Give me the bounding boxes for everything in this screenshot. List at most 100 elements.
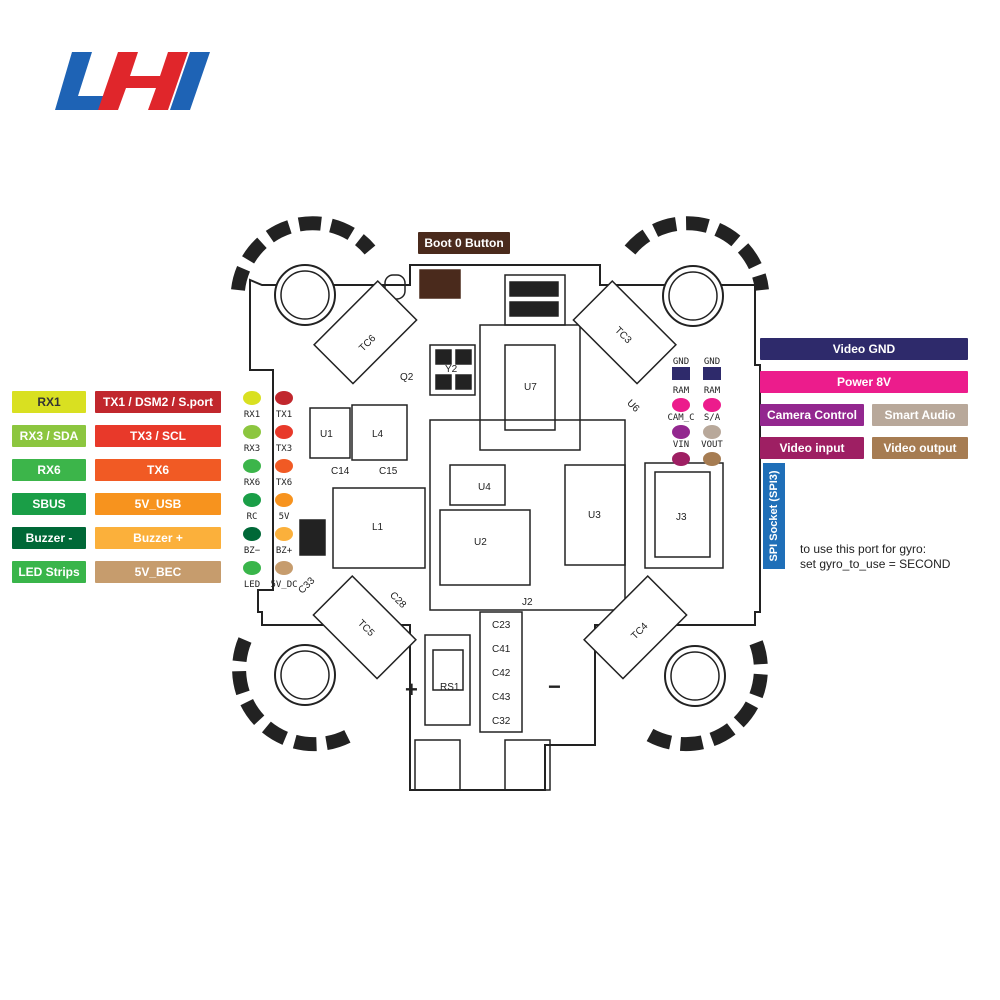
pad-label-camc-4: CAM_C [667,413,694,423]
legend-camera-control: Camera Control [760,404,864,426]
pad-label-sa-5: S/A [704,413,721,423]
legend-tx6: TX6 [95,459,221,481]
motor-mount-top-left [231,216,376,326]
legend-tx3-scl: TX3 / SCL [95,425,221,447]
label-rs1: RS1 [440,682,460,693]
pad-vin-6 [672,452,690,466]
legend-buzzer: Buzzer + [95,527,221,549]
pad-label-8: BZ− [244,546,261,556]
pad-bz-8 [243,527,261,541]
label-c33: C33 [297,575,318,596]
label-c42: C42 [492,668,511,679]
label-tc1: TC1 [525,285,544,296]
pad-ram-2 [672,398,690,412]
motor-mount-bottom-left [232,637,354,752]
label-u1: U1 [320,429,333,440]
lhi-logo [55,52,210,110]
pad-rx3-2 [243,425,261,439]
pad-rx1-0 [243,391,261,405]
pad-label-4: RX6 [244,478,260,488]
motor-mount-top-right [624,216,769,327]
motor-mounts [231,216,769,752]
board-outline [249,264,761,791]
pad-5vdc-11 [275,561,293,575]
pad-rc-6 [243,493,261,507]
legend-rx3-sda: RX3 / SDA [12,425,86,447]
legend-video-output: Video output [872,437,968,459]
label-l1: L1 [372,522,384,533]
pad-gnd-0 [672,367,690,380]
pad-label-vout-7: VOUT [701,440,723,450]
label-c14: C14 [331,466,350,477]
pad-label-11: 5V_DC [270,580,297,590]
label-u3: U3 [588,510,601,521]
spi-note-line2: set gyro_to_use = SECOND [800,557,951,571]
label-u7: U7 [524,382,537,393]
label-l4: L4 [372,429,384,440]
pad-tx6-5 [275,459,293,473]
legend-tx1-dsm2-s-port: TX1 / DSM2 / S.port [95,391,221,413]
spi-socket-text: SPI Socket (SPI3) [768,470,780,562]
legend-rx1: RX1 [12,391,86,413]
pad-label-ram-2: RAM [673,386,690,396]
label-c41: C41 [492,644,511,655]
pad-label-9: BZ+ [276,546,293,556]
pad-vout-7 [703,452,721,466]
pad-label-vin-6: VIN [673,440,689,450]
legend-rx6: RX6 [12,459,86,481]
pad-led-10 [243,561,261,575]
pad-label-ram-3: RAM [704,386,721,396]
legend-video-gnd: Video GND [760,338,968,360]
label-c23: C23 [492,620,511,631]
legend-5v-bec: 5V_BEC [95,561,221,583]
label-c43: C43 [492,692,511,703]
label-u6: U6 [624,398,641,415]
legend-power-8v: Power 8V [760,371,968,393]
pad-rx6-4 [243,459,261,473]
label-j3: J3 [676,512,687,523]
spi-note: to use this port for gyro: set gyro_to_u… [800,542,950,572]
pad-ram-3 [703,398,721,412]
pad-camc-4 [672,425,690,439]
legend-5v-usb: 5V_USB [95,493,221,515]
label-c32: C32 [492,716,511,727]
pad-gnd-1 [703,367,721,380]
pad-label-gnd-1: GND [704,357,720,367]
motor-mount-bottom-right [646,637,768,752]
pad-tx1-1 [275,391,293,405]
label-c28: C28 [387,590,408,611]
label-u4: U4 [478,482,491,493]
label-j2: J2 [522,597,533,608]
tc-capacitors [312,280,688,680]
pad-label-10: LED [244,580,260,590]
legend-smart-audio: Smart Audio [872,404,968,426]
pad-label-6: RC [247,512,258,522]
spi-socket-label: SPI Socket (SPI3) [763,463,785,569]
pad-tx3-3 [275,425,293,439]
legend-led-strips: LED Strips [12,561,86,583]
label-y2: Y2 [445,364,458,375]
pad-5v-7 [275,493,293,507]
legend-video-input: Video input [760,437,864,459]
pad-label-0: RX1 [244,410,260,420]
pad-label-gnd-0: GND [673,357,689,367]
minus-sign: − [548,674,561,699]
plus-sign: + [405,677,418,702]
pad-label-3: TX3 [276,444,292,454]
spi-note-line1: to use this port for gyro: [800,542,927,556]
pad-label-5: TX6 [276,478,292,488]
pad-sa-5 [703,425,721,439]
right-pad-column: GND GND RAM RAM CAM_C S/A VIN VOUT [667,357,723,466]
label-tc2: TC2 [525,305,544,316]
label-u2: U2 [474,537,487,548]
label-q2: Q2 [400,372,414,383]
pad-bz-9 [275,527,293,541]
pad-label-2: RX3 [244,444,260,454]
pad-label-1: TX1 [276,410,292,420]
legend-buzzer: Buzzer - [12,527,86,549]
boot-button-label: Boot 0 Button [418,232,510,254]
pcb-components [299,269,724,791]
legend-sbus: SBUS [12,493,86,515]
